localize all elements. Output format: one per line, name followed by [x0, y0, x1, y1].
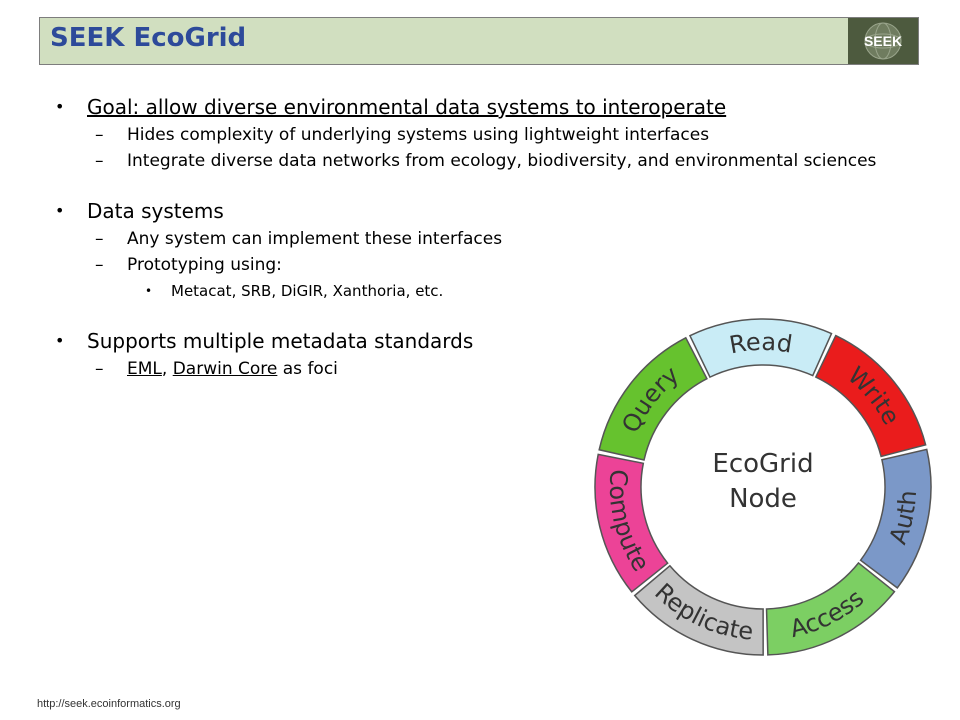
sub-bullet: – EML, Darwin Core as foci	[55, 356, 915, 382]
title-bar: SEEK EcoGrid SEEK	[39, 17, 919, 65]
dash: –	[95, 151, 104, 171]
sub-bullet: – Integrate diverse data networks from e…	[55, 148, 915, 174]
ring-segment-access	[765, 561, 896, 656]
sub-bullet: – Any system can implement these interfa…	[55, 226, 915, 252]
ring-segment-replicate	[633, 564, 764, 656]
sub-bullet-text: as foci	[277, 359, 338, 379]
footer-url: http://seek.ecoinformatics.org	[37, 698, 181, 710]
darwin-core-link[interactable]: Darwin Core	[172, 359, 278, 379]
sub-bullet-text: Prototyping using:	[127, 255, 282, 275]
separator: ,	[161, 359, 173, 379]
bullet-dot: •	[145, 284, 153, 298]
bullet-dot: •	[55, 97, 65, 116]
sub-sub-bullet-text: Metacat, SRB, DiGIR, Xanthoria, etc.	[171, 282, 444, 300]
diagram-center-line2: Node	[729, 484, 797, 514]
svg-text:SEEK: SEEK	[864, 33, 902, 49]
bullet-data-systems: • Data systems	[55, 196, 915, 226]
dash: –	[95, 255, 104, 275]
ring-segment-write	[814, 334, 927, 458]
ring-segment-compute	[594, 453, 669, 593]
bullet-text: Goal: allow diverse environmental data s…	[87, 95, 727, 119]
sub-bullet: – Hides complexity of underlying systems…	[55, 122, 915, 148]
ring-segment-auth	[859, 448, 932, 589]
bullet-text: Data systems	[87, 199, 224, 223]
ecogrid-node-diagram: QueryReadWriteAuthAccessReplicateCompute…	[594, 318, 932, 656]
ring-segment-read	[688, 318, 833, 379]
dash: –	[95, 359, 104, 379]
bullet-text: Supports multiple metadata standards	[87, 329, 474, 353]
sub-bullet-text: Any system can implement these interface…	[127, 229, 503, 249]
bullet-dot: •	[55, 331, 65, 350]
seek-globe-logo-icon: SEEK	[864, 22, 902, 60]
bullet-list: • Goal: allow diverse environmental data…	[55, 92, 915, 382]
bullet-metadata: • Supports multiple metadata standards	[55, 326, 915, 356]
seek-logo: SEEK	[848, 18, 918, 64]
dash: –	[95, 229, 104, 249]
bullet-dot: •	[55, 201, 65, 220]
sub-bullet-text: Integrate diverse data networks from eco…	[127, 151, 877, 171]
diagram-center-line1: EcoGrid	[712, 449, 813, 479]
sub-sub-bullet: • Metacat, SRB, DiGIR, Xanthoria, etc.	[55, 278, 915, 304]
dash: –	[95, 125, 104, 145]
sub-bullet-text: Hides complexity of underlying systems u…	[127, 125, 710, 145]
slide-title: SEEK EcoGrid	[50, 23, 247, 53]
eml-link[interactable]: EML	[127, 359, 162, 379]
ring-segment-query	[598, 336, 708, 461]
sub-bullet: – Prototyping using:	[55, 252, 915, 278]
bullet-goal: • Goal: allow diverse environmental data…	[55, 92, 915, 122]
